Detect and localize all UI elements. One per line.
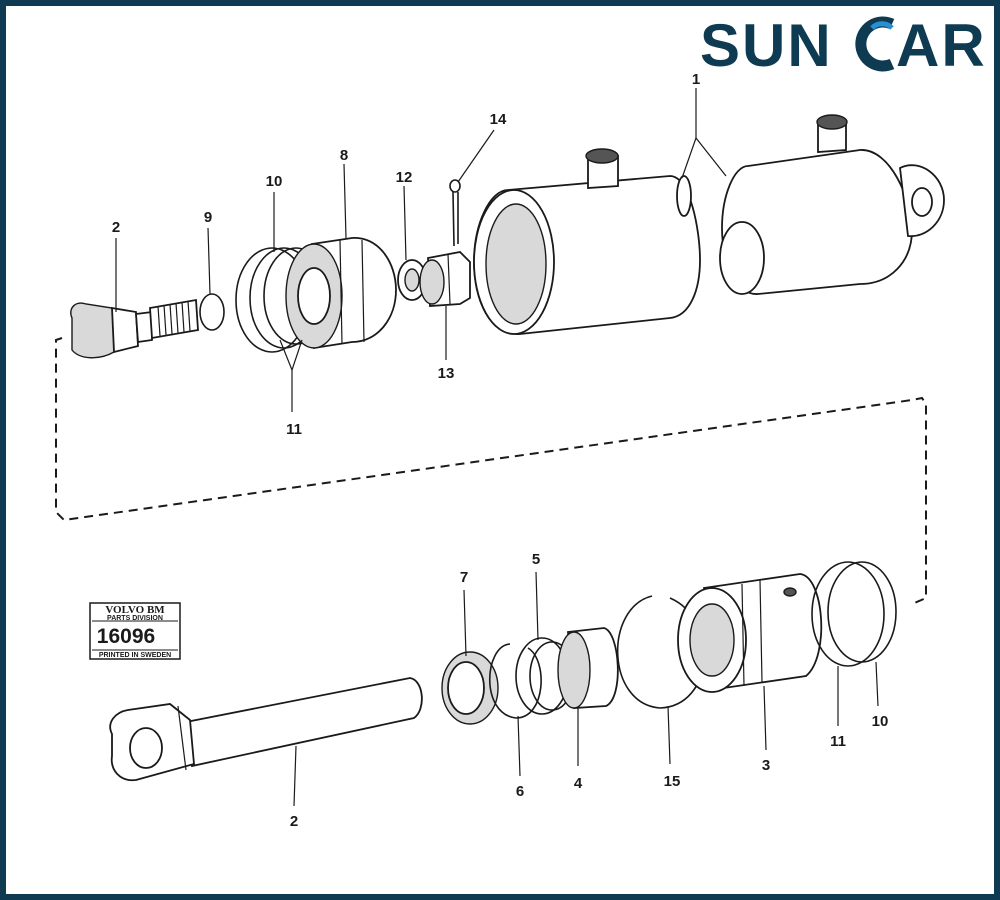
part-10-11-seal-rings-bottom — [811, 561, 897, 667]
callout-10-top: 10 — [266, 173, 283, 190]
callout-9: 9 — [204, 209, 212, 226]
leader-lines — [115, 88, 879, 807]
stamp-division: PARTS DIVISION — [107, 615, 163, 622]
callout-8: 8 — [340, 147, 348, 164]
part-14-cotter-pin — [449, 179, 461, 247]
callout-15: 15 — [664, 773, 681, 790]
part-2-piston-rod — [109, 677, 423, 782]
part-8-piston — [285, 237, 397, 350]
callout-2-top: 2 — [112, 219, 120, 236]
callout-5: 5 — [532, 551, 540, 568]
logo-text-left: SUN — [700, 12, 833, 79]
stamp-printed: PRINTED IN SWEDEN — [99, 652, 171, 659]
callout-10-bottom: 10 — [872, 713, 889, 730]
part-1-cylinder-front — [473, 148, 701, 335]
callout-3: 3 — [762, 757, 770, 774]
callout-1: 1 — [692, 71, 700, 88]
dashed-connector — [55, 337, 927, 605]
callout-14: 14 — [490, 111, 507, 128]
callout-7: 7 — [460, 569, 468, 586]
logo-c-mark — [855, 16, 895, 72]
callout-4: 4 — [574, 775, 583, 792]
part-6-circlip — [488, 643, 542, 719]
suncar-logo: SUN AR — [700, 12, 987, 79]
callout-6: 6 — [516, 783, 524, 800]
callout-11-top: 11 — [286, 421, 302, 438]
callout-2-bottom: 2 — [290, 813, 298, 830]
part-13-castle-nut — [419, 251, 471, 307]
part-2-rod-end — [70, 298, 199, 359]
logo-text-right: AR — [896, 12, 987, 79]
part-1-cylinder-rear — [719, 114, 945, 295]
stamp-brand: VOLVO BM — [105, 604, 165, 616]
part-1-port-rear — [816, 114, 848, 153]
part-9-o-ring — [199, 293, 225, 331]
stamp-number: 16096 — [97, 625, 155, 648]
callout-11-bottom: 11 — [830, 733, 846, 750]
callout-12: 12 — [396, 169, 413, 186]
part-1-port-front — [585, 148, 619, 189]
part-7-bushing — [441, 651, 499, 725]
callout-13: 13 — [438, 365, 455, 382]
part-4-wiper-ring — [557, 627, 619, 709]
part-3-cylinder-head — [677, 573, 823, 693]
callout-labels: 1 2 9 10 8 12 13 14 11 7 5 6 4 15 3 11 1… — [112, 71, 889, 830]
volvo-bm-stamp: VOLVO BM PARTS DIVISION 16096 PRINTED IN… — [89, 602, 181, 660]
